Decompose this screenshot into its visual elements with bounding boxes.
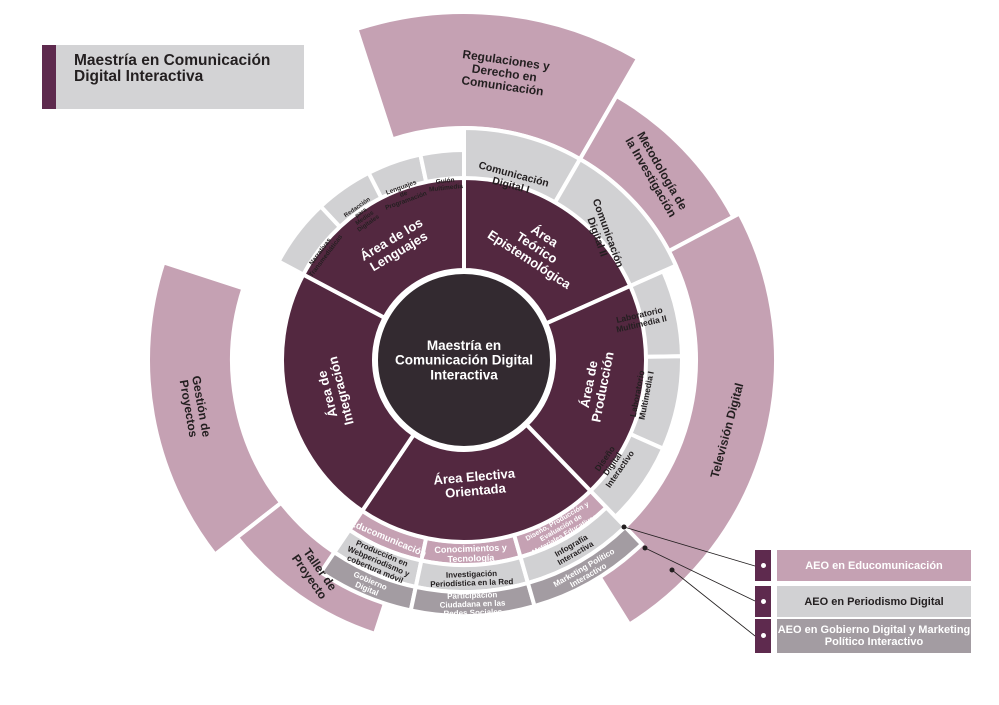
legend-label: AEO en Educomunicación <box>777 550 971 581</box>
legend-connector-dot <box>621 524 627 530</box>
center-label-line: Interactiva <box>430 367 498 382</box>
legend-dot-icon <box>761 563 766 568</box>
legend-item-periodismo: AEO en Periodismo Digital <box>755 586 977 617</box>
elective-label-gobierno-1-line: Ciudadana en las <box>439 598 506 609</box>
area-label-electiva: Área ElectivaOrientada <box>433 465 518 501</box>
elective-label-gobierno-1-line: Participación <box>447 590 498 601</box>
elective-wedge-gobierno-1 <box>408 580 538 618</box>
legend-connector-dot <box>642 545 648 551</box>
legend-connector-line <box>623 526 756 567</box>
course-label-guion-line: Guión <box>436 177 455 186</box>
elective-label-periodismo-1-line: Investigación <box>446 569 498 580</box>
legend-dot-icon <box>761 633 766 638</box>
elective-label-gobierno-1: ParticipaciónCiudadana en lasRedes Socia… <box>439 590 506 619</box>
elective-wedge-gobierno-0 <box>318 549 419 613</box>
center-label-line: Maestría en <box>427 338 501 353</box>
area-label-electiva-line: Orientada <box>445 480 508 500</box>
elective-label-periodismo-1-line: Periodística en la Red <box>430 577 514 589</box>
center-circle <box>374 270 554 450</box>
page-title: Maestría en Comunicación Digital Interac… <box>74 52 271 85</box>
legend-label: AEO en Periodismo Digital <box>777 586 971 617</box>
legend-connector-dot <box>669 567 675 573</box>
legend-marker <box>755 550 771 581</box>
legend-connector-line <box>644 547 756 602</box>
elective-label-educomunicacion-1-line: Tecnología <box>447 553 495 565</box>
legend-label: AEO en Gobierno Digital y Marketing Polí… <box>777 619 971 653</box>
area-label-electiva-line: Área Electiva <box>433 465 516 487</box>
legend-item-gobierno: AEO en Gobierno Digital y Marketing Polí… <box>755 619 977 653</box>
elective-label-gobierno-1-line: Redes Sociales <box>443 607 503 618</box>
course-label-guion: GuiónMultimedia <box>428 176 464 194</box>
course-label-lenguajes-line: de <box>399 190 409 199</box>
elective-wedge-gobierno-2 <box>525 524 645 609</box>
outer-wedge-gestion <box>146 259 284 558</box>
elective-label-educomunicacion-1-line: Conocimientos y <box>434 542 507 555</box>
legend-dot-icon <box>761 599 766 604</box>
legend-item-educomunicacion: AEO en Educomunicación <box>755 550 977 581</box>
outer-wedge-regulaciones <box>353 10 641 162</box>
outer-wedge-television <box>584 210 778 628</box>
center-label-line: Comunicación Digital <box>395 353 533 368</box>
title-box: Maestría en Comunicación Digital Interac… <box>42 45 304 109</box>
legend-connector-line <box>671 569 756 637</box>
legend-marker <box>755 619 771 653</box>
elective-label-periodismo-1: InvestigaciónPeriodística en la Red <box>430 568 514 589</box>
course-label-guion-line: Multimedia <box>429 183 464 194</box>
title-accent-bar <box>42 45 56 109</box>
legend-marker <box>755 586 771 617</box>
elective-label-educomunicacion-1: Conocimientos yTecnología <box>434 542 507 564</box>
